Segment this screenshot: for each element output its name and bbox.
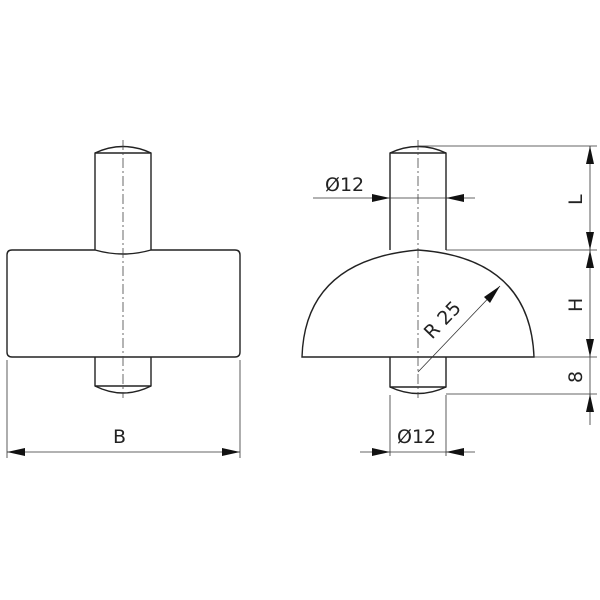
body-block <box>6 249 241 358</box>
arrowhead <box>586 232 594 250</box>
arrowhead <box>446 194 464 202</box>
dimension-b-label: B <box>113 426 126 448</box>
top-diameter-label: Ø12 <box>325 174 364 196</box>
bottom-length-label: 8 <box>565 371 587 383</box>
radius-label: R 25 <box>420 297 466 344</box>
arrowhead <box>586 394 594 412</box>
arrowhead <box>7 448 25 456</box>
arrowhead <box>484 286 500 303</box>
bottom-diameter-label: Ø12 <box>397 426 436 448</box>
arrowhead <box>372 448 390 456</box>
arrowhead <box>586 146 594 164</box>
arrowhead <box>586 250 594 268</box>
arrowhead <box>446 448 464 456</box>
height-h-label: H <box>565 298 587 312</box>
radius-leader <box>417 285 501 373</box>
arrowhead <box>372 194 390 202</box>
side-view: Ø12 Ø12 R 25 L H 8 <box>301 140 597 456</box>
length-l-label: L <box>565 194 587 205</box>
arrowhead <box>222 448 240 456</box>
arrowhead <box>586 339 594 357</box>
front-view: B <box>6 140 241 458</box>
